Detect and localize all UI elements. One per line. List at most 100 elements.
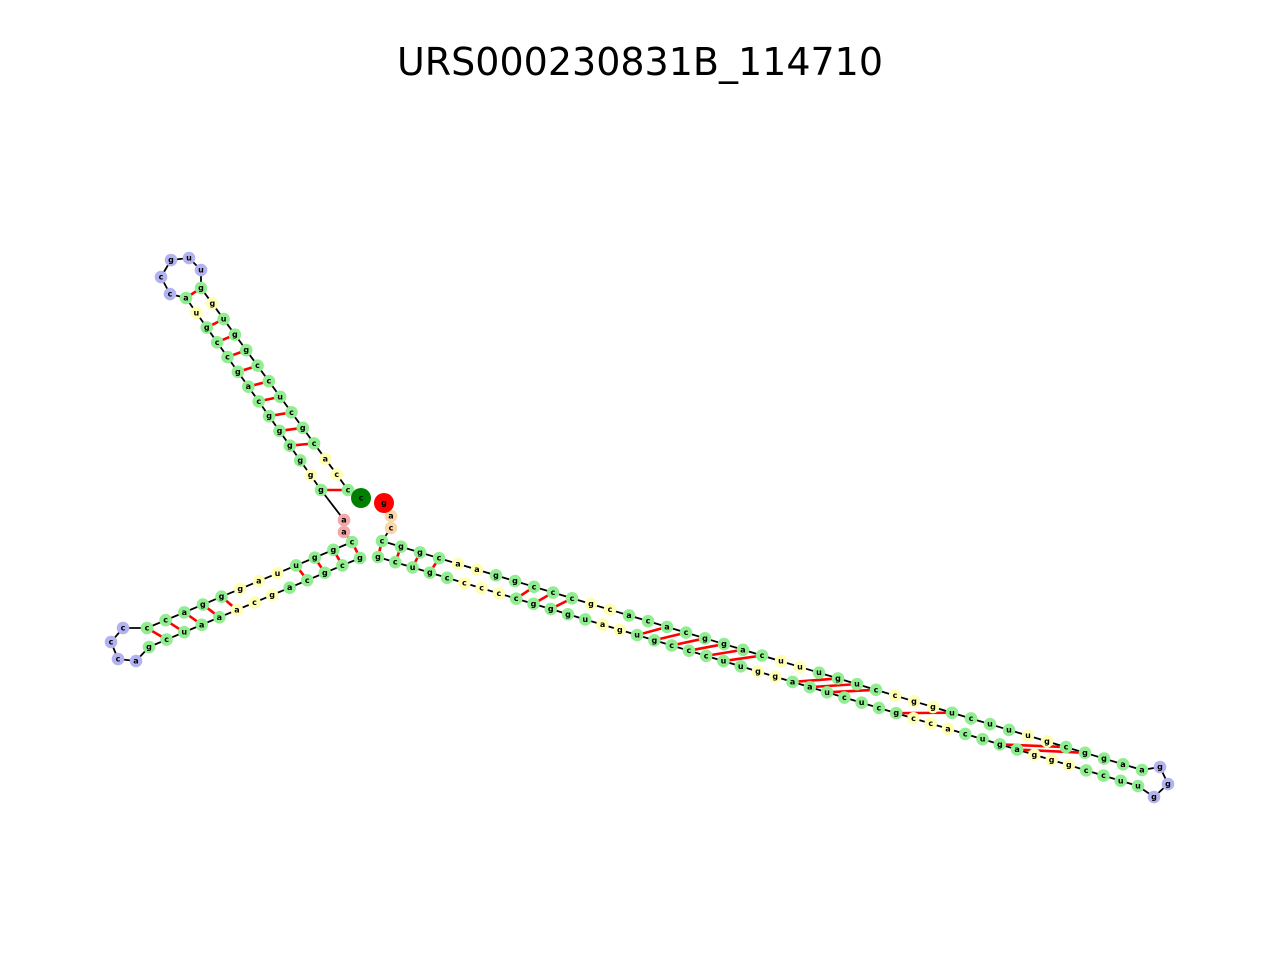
nucleotide: g: [1040, 735, 1054, 748]
nucleotide-circle: [233, 582, 247, 596]
nucleotide-letter: g: [219, 592, 225, 601]
nucleotide-circle: [300, 573, 314, 587]
nucleotide: c: [907, 712, 920, 725]
nucleotide-letter: g: [1031, 750, 1037, 759]
nucleotide: u: [271, 566, 284, 580]
base-pair-bond: [999, 743, 1067, 749]
nucleotide-circle: [337, 513, 351, 527]
nucleotide-letter: a: [600, 620, 605, 629]
nucleotide-circle: [734, 659, 748, 673]
nucleotide-letter: g: [1165, 780, 1171, 789]
nucleotide-letter: a: [807, 683, 812, 692]
nucleotide: a: [470, 563, 484, 576]
nucleotide: u: [217, 312, 230, 326]
nucleotide: c: [872, 701, 886, 715]
nucleotide-letter: c: [1101, 771, 1106, 780]
nucleotide-letter: g: [1049, 755, 1055, 764]
nucleotide-circle: [111, 652, 125, 666]
nucleotide-letter: c: [911, 714, 916, 723]
nucleotide-circle: [451, 557, 465, 571]
nucleotide-circle: [544, 602, 558, 616]
nucleotide-circle: [206, 297, 219, 310]
nucleotide-letter: a: [455, 559, 460, 568]
nucleotide-circle: [508, 574, 522, 588]
nucleotide: g: [196, 598, 210, 611]
nucleotide-circle: [527, 597, 540, 611]
nucleotide-circle: [993, 738, 1007, 751]
nucleotide-letter: u: [181, 628, 187, 637]
nucleotide-circle: [330, 468, 343, 481]
nucleotide: g: [194, 281, 208, 295]
nucleotide-circle: [717, 637, 731, 651]
nucleotide-circle: [215, 590, 228, 604]
nucleotide: g: [228, 328, 242, 341]
nucleotide-letter: a: [133, 657, 138, 666]
nucleotide: c: [565, 591, 579, 605]
nucleotide: c: [699, 649, 713, 663]
nucleotide: a: [786, 675, 799, 689]
nucleotide-letter: a: [1014, 745, 1019, 754]
nucleotide-letter: c: [1084, 766, 1089, 775]
nucleotide-letter: c: [145, 624, 150, 633]
nucleotide: a: [230, 603, 244, 617]
nucleotide-circle: [561, 607, 575, 621]
nucleotide-circle: [838, 691, 851, 704]
nucleotide-letter: a: [1120, 760, 1125, 769]
nucleotide-circle: [831, 672, 845, 685]
nucleotide-letter: g: [237, 584, 243, 593]
nucleotide-circle: [213, 611, 226, 624]
nucleotide-circle: [200, 321, 214, 334]
nucleotide-circle: [177, 606, 191, 619]
nucleotide-circle: [682, 644, 696, 657]
nucleotide-circle: [384, 509, 398, 523]
nucleotide-circle: [869, 683, 883, 697]
nucleotide-letter: c: [393, 558, 398, 567]
nucleotide-letter: a: [740, 645, 745, 654]
hairpin-nucleotide: c: [116, 621, 130, 635]
hairpin-nucleotide: u: [182, 251, 196, 265]
nucleotide-letter: g: [417, 548, 423, 557]
nucleotide-letter: c: [289, 408, 294, 417]
nucleotide-letter: g: [235, 367, 241, 376]
nucleotide-circle: [1062, 758, 1076, 772]
nucleotide-letter: u: [275, 569, 281, 578]
nucleotide-circle: [375, 534, 389, 548]
nucleotide: c: [603, 603, 617, 616]
nucleotide-circle: [142, 640, 156, 654]
nucleotide-letter: c: [109, 638, 114, 647]
nucleotide-letter: g: [1082, 748, 1088, 757]
nucleotide: c: [336, 559, 349, 572]
nucleotide: g: [283, 439, 297, 452]
nucleotide-circle: [163, 287, 177, 301]
nucleotide-letter: g: [651, 636, 657, 645]
nucleotide-circle: [1097, 769, 1110, 782]
nucleotide: c: [300, 573, 314, 587]
nucleotide-circle: [941, 722, 955, 736]
nucleotide: g: [527, 597, 540, 611]
nucleotide-letter: u: [797, 662, 803, 671]
nucleotide-circle: [855, 696, 868, 710]
nucleotide: a: [319, 452, 332, 466]
junction-nucleotide: a: [337, 513, 351, 527]
nucleotide: a: [803, 680, 817, 694]
nucleotide-circle: [440, 571, 454, 585]
nucleotide-letter: g: [287, 441, 293, 450]
nucleotide: g: [273, 424, 286, 438]
nucleotide-letter: g: [297, 456, 303, 465]
nucleotide-circle: [803, 680, 817, 694]
nucleotide: g: [768, 670, 782, 684]
nucleotide-circle: [285, 406, 298, 419]
nucleotide: g: [142, 640, 156, 654]
nucleotide-letter: c: [116, 655, 121, 664]
nucleotide-circle: [850, 677, 864, 691]
nucleotide: g: [327, 543, 340, 557]
nucleotide-circle: [371, 550, 385, 564]
nucleotide-circle: [252, 395, 265, 408]
nucleotide-letter: a: [664, 622, 669, 631]
nucleotide: c: [210, 336, 224, 349]
nucleotide: g: [413, 546, 427, 559]
backbone-segment: [320, 489, 345, 521]
nucleotide-letter: c: [874, 685, 879, 694]
nucleotide-circle: [210, 336, 224, 349]
nucleotide-circle: [945, 706, 959, 720]
